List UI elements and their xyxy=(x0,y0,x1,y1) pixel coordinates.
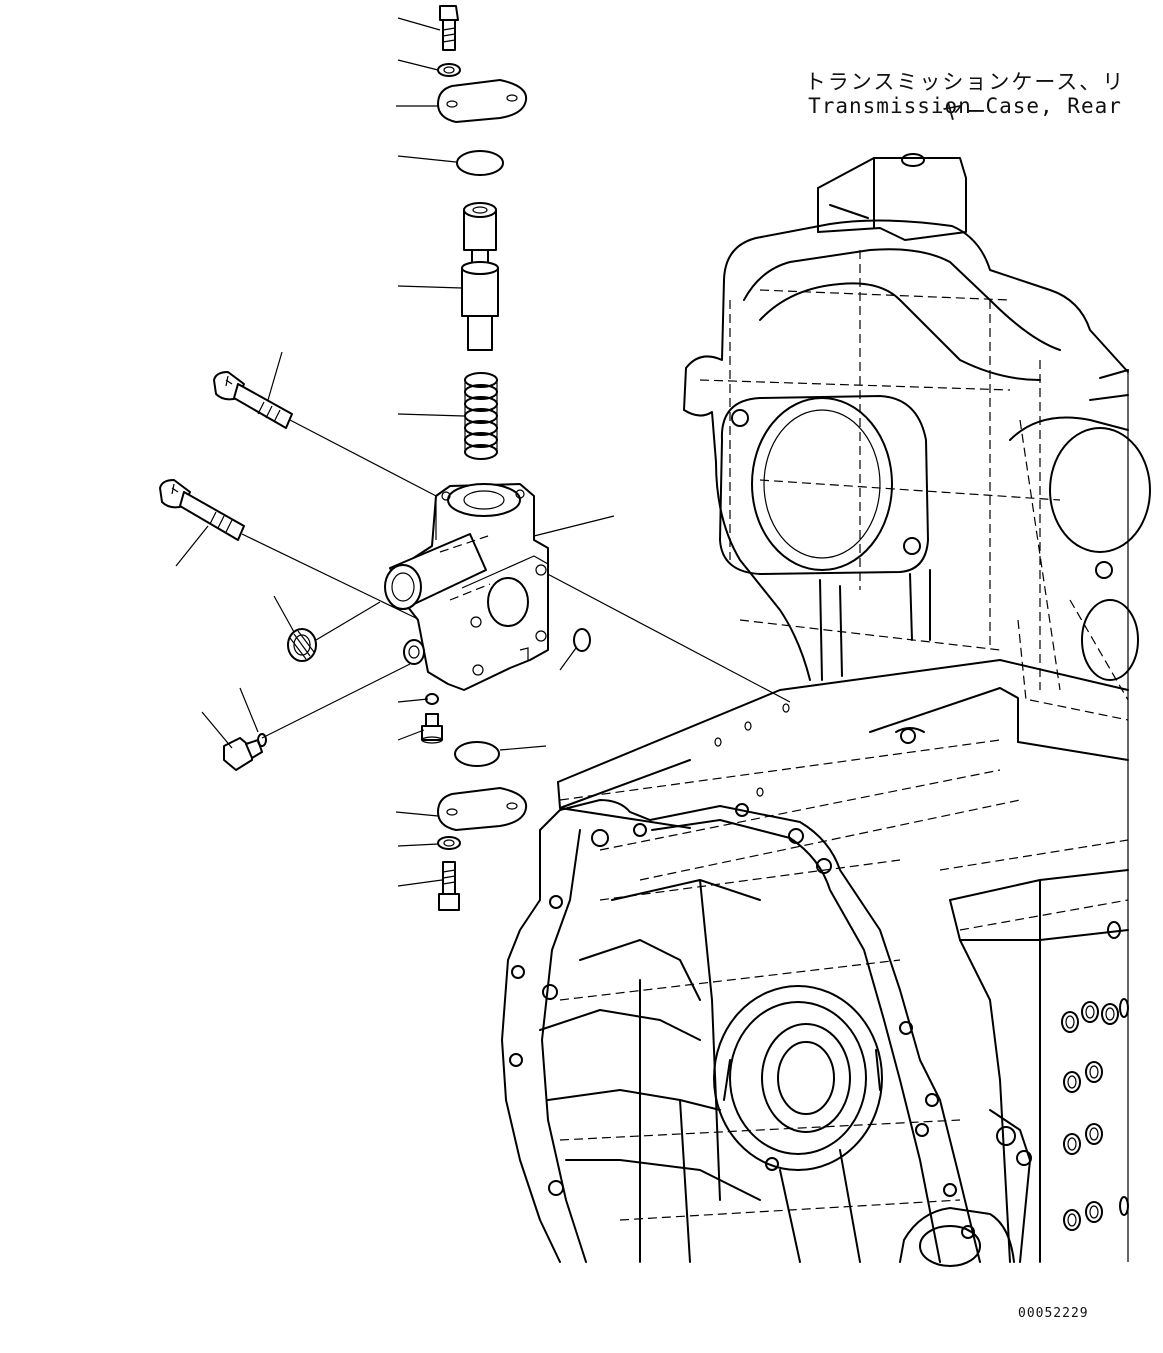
o-ring-side xyxy=(573,628,591,652)
cover-plate-top xyxy=(437,79,528,123)
valve-body xyxy=(384,483,549,691)
o-ring-bottom xyxy=(454,741,500,767)
cover-plate-bottom xyxy=(437,787,528,831)
case-side-ports xyxy=(1061,921,1129,1231)
washer-bottom xyxy=(437,836,461,850)
valve-spool xyxy=(461,202,499,351)
assembly-center-line xyxy=(539,569,791,703)
o-ring-drain xyxy=(257,733,267,747)
case-label-japanese: トランスミッションケース、リヤー xyxy=(804,70,1126,124)
orifice-plug xyxy=(421,713,443,744)
case-label-english: Transmission Case, Rear xyxy=(808,94,1122,118)
mounting-bolt-lower xyxy=(159,479,421,621)
transmission-case-rear xyxy=(501,153,1151,1267)
cap-bolt-top xyxy=(439,5,459,51)
leader-lines xyxy=(175,17,615,887)
washer-top xyxy=(437,63,461,77)
cap-bolt-bottom xyxy=(438,861,460,911)
mounting-bolt-upper xyxy=(213,371,441,499)
drain-plug xyxy=(223,663,411,771)
valve-spring xyxy=(464,372,498,460)
o-ring-top xyxy=(456,150,504,176)
drawing-number: 00052229 xyxy=(1018,1306,1089,1321)
plug xyxy=(287,601,381,662)
